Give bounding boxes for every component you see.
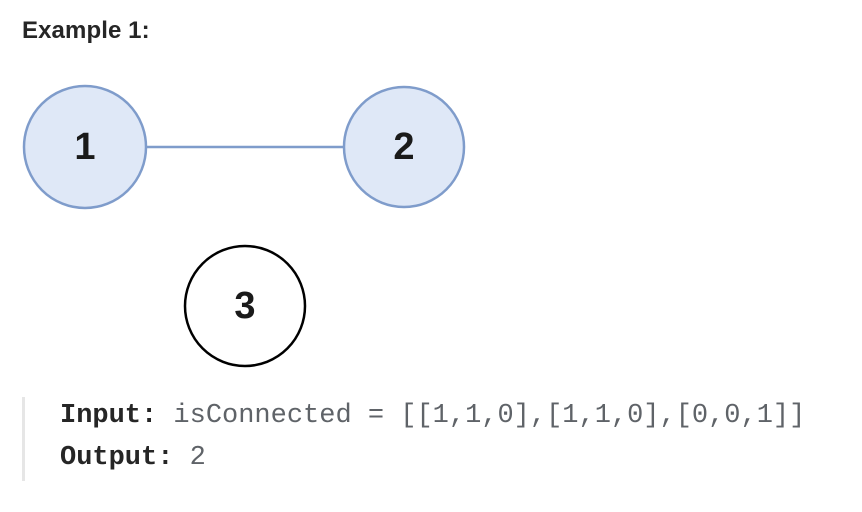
node-3: 3 — [183, 244, 307, 368]
input-value: isConnected = [[1,1,0],[1,1,0],[0,0,1]] — [157, 401, 806, 431]
node-3-circle — [183, 244, 307, 368]
input-label: Input: — [60, 401, 158, 431]
node-1-circle — [22, 84, 148, 210]
example-io-block: Input: isConnected = [[1,1,0],[1,1,0],[0… — [22, 397, 845, 481]
node-1: 1 — [22, 84, 148, 210]
node-3-label: 3 — [234, 285, 255, 327]
node-2: 2 — [342, 85, 466, 209]
output-line: Output: 2 — [60, 443, 206, 473]
node-2-label: 2 — [393, 126, 414, 168]
example-heading: Example 1: — [22, 17, 150, 44]
output-label: Output: — [60, 443, 174, 473]
output-value: 2 — [173, 443, 206, 473]
node-1-label: 1 — [74, 126, 95, 168]
graph-diagram: 1 2 3 — [22, 84, 466, 368]
input-line: Input: isConnected = [[1,1,0],[1,1,0],[0… — [60, 401, 805, 431]
node-2-circle — [342, 85, 466, 209]
